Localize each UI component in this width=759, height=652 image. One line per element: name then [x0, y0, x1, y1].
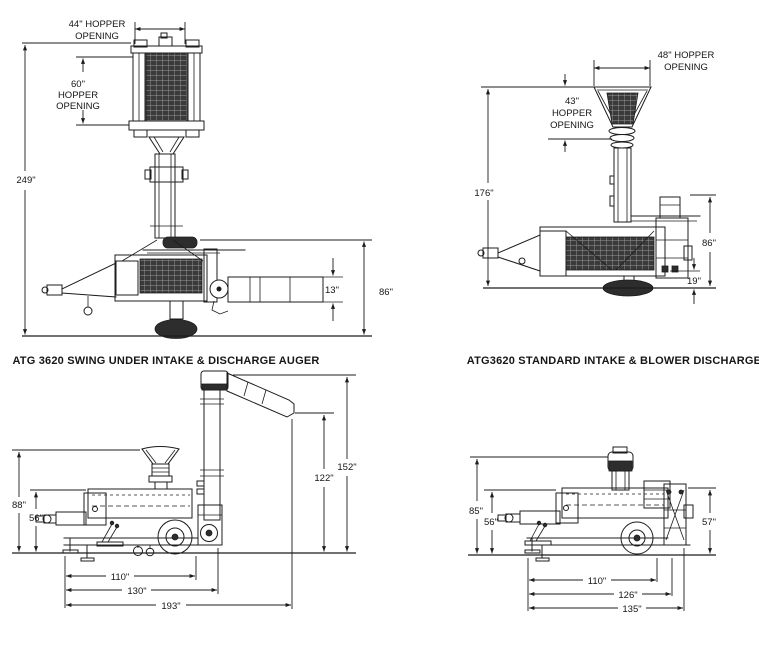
dim-body-height: 56" [29, 513, 43, 524]
dim-top-height: 85" [469, 506, 483, 517]
view-standard-side: 85" 56" 57" 110" 126" 135" [468, 446, 716, 615]
view-swing-under-front: 44" HOPPER OPENING 60" HOPPER OPENING 24… [12, 19, 393, 367]
dim-body-height: 56" [484, 517, 498, 528]
dim-auger-tube: 13" [325, 285, 339, 296]
machine-drawing-standard-front [477, 86, 701, 297]
dim-overall-height: 176" [474, 188, 493, 199]
machine-drawing-standard-side [497, 446, 694, 562]
machine-drawing-swing-front [41, 32, 343, 339]
dim-hopper-width-line2: OPENING [664, 62, 708, 73]
dim-frame-length: 130" [127, 586, 146, 597]
dim-frame-length: 126" [618, 590, 637, 601]
dim-wheel-length: 110" [588, 576, 607, 587]
dimensions-standard-front: 48" HOPPER OPENING 43" HOPPER OPENING 17… [474, 50, 716, 304]
dim-body-height: 86" [379, 287, 393, 298]
caption-swing-under: ATG 3620 SWING UNDER INTAKE & DISCHARGE … [12, 355, 319, 367]
dim-spout-tip-height: 122" [314, 473, 333, 484]
dim-rear-height: 57" [702, 517, 716, 528]
dim-spout-top-height: 152" [337, 462, 356, 473]
dim-hopper-width-line2: OPENING [75, 31, 119, 42]
dimensions-swing-side: 88" 56" 152" 122" 110" 130" [12, 374, 357, 612]
dim-hopper-height-line1: 43" [565, 96, 579, 107]
dim-hopper-height-line2: HOPPER [552, 108, 592, 119]
machine-drawing-swing-side [35, 370, 295, 562]
dim-hopper-width-line1: 48" HOPPER [658, 50, 715, 61]
dim-wheel-length: 110" [111, 572, 130, 583]
dim-hopper-height-line2: HOPPER [58, 90, 98, 101]
dim-overall-length: 135" [622, 604, 641, 615]
dim-hopper-width-line1: 44" HOPPER [69, 19, 126, 30]
dim-intake-height: 88" [12, 500, 26, 511]
dimensions-standard-side: 85" 56" 57" 110" 126" 135" [468, 456, 716, 615]
dim-overall-height: 249" [16, 175, 35, 186]
dim-body-height: 86" [702, 238, 716, 249]
dimensions-swing-front: 44" HOPPER OPENING 60" HOPPER OPENING 24… [16, 19, 393, 337]
dim-ground-clearance: 19" [687, 276, 701, 287]
dim-hopper-height-line1: 60" [71, 79, 85, 90]
view-swing-under-side: 88" 56" 152" 122" 110" 130" [12, 370, 357, 612]
dim-hopper-height-line3: OPENING [550, 120, 594, 131]
dim-hopper-height-line3: OPENING [56, 101, 100, 112]
dim-overall-length: 193" [161, 601, 180, 612]
caption-standard: ATG3620 STANDARD INTAKE & BLOWER DISCHAR… [467, 355, 759, 367]
view-standard-front: 48" HOPPER OPENING 43" HOPPER OPENING 17… [467, 50, 759, 367]
